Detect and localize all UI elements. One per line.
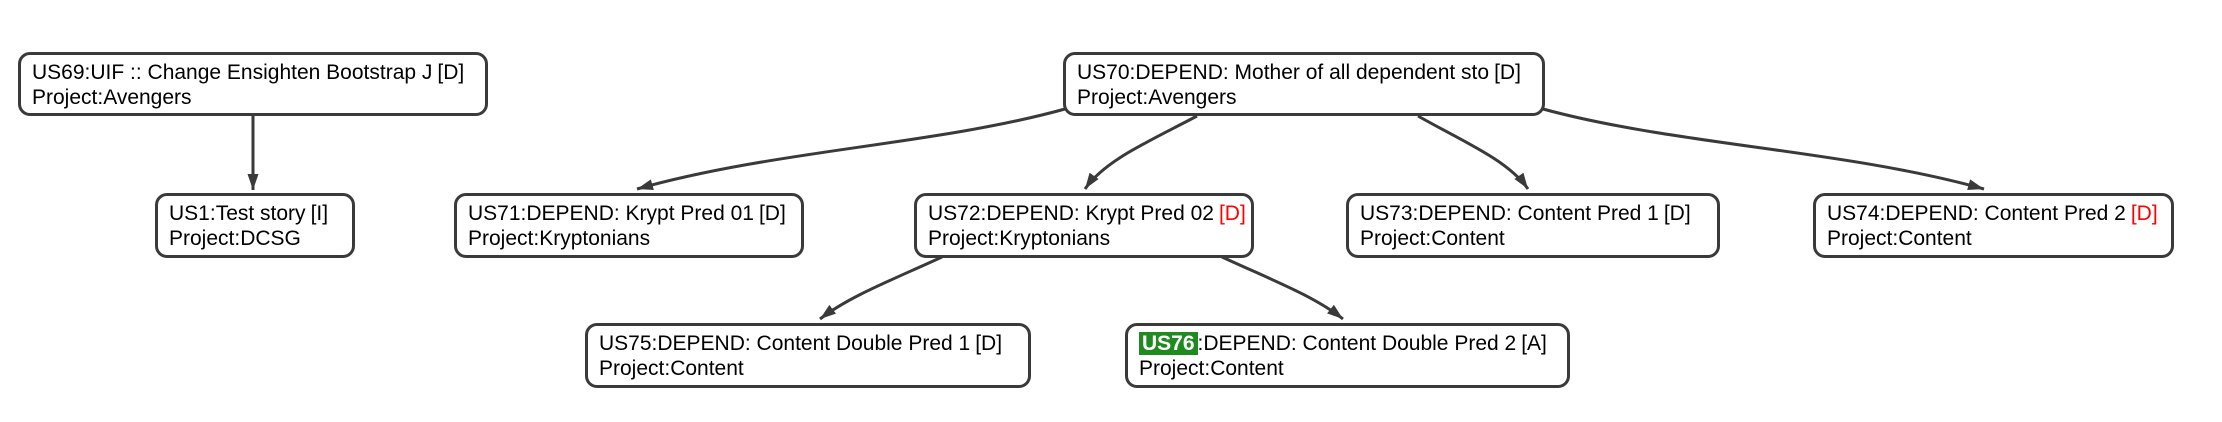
node-us74[interactable]: US74:DEPEND: Content Pred 2[D] Project:C…	[1813, 193, 2174, 258]
project-label: Project:Content	[1139, 357, 1284, 380]
story-title: :DEPEND: Krypt Pred 02	[980, 202, 1214, 225]
node-title-line: US71:DEPEND: Krypt Pred 01[D]	[468, 201, 790, 226]
node-us76[interactable]: US76:DEPEND: Content Double Pred 2[A] Pr…	[1125, 323, 1570, 388]
project-label: Project:Content	[1827, 227, 1972, 250]
project-label: Project:Kryptonians	[928, 227, 1111, 250]
node-us75[interactable]: US75:DEPEND: Content Double Pred 1[D] Pr…	[585, 323, 1031, 388]
node-title-line: US75:DEPEND: Content Double Pred 1[D]	[599, 331, 1017, 356]
story-id: US72	[928, 202, 981, 225]
project-label: Project:Content	[1360, 227, 1505, 250]
edge-us72-us76	[1221, 255, 1344, 321]
story-id: US71	[468, 202, 521, 225]
node-title-line: US73:DEPEND: Content Pred 1[D]	[1360, 201, 1706, 226]
node-title-line: US70:DEPEND: Mother of all dependent sto…	[1077, 60, 1531, 85]
story-id-highlighted: US76	[1139, 332, 1198, 355]
node-us1[interactable]: US1:Test story[I] Project:DCSG	[155, 193, 355, 258]
project-label: Project:Avengers	[1077, 86, 1237, 109]
project-label: Project:Content	[599, 357, 744, 380]
edge-us70-us72	[1083, 114, 1198, 190]
story-title: :DEPEND: Content Double Pred 2	[1197, 332, 1517, 355]
story-id: US73	[1360, 202, 1413, 225]
node-us69[interactable]: US69:UIF :: Change Ensighten Bootstrap J…	[18, 52, 488, 116]
story-title: :DEPEND: Content Double Pred 1	[651, 332, 971, 355]
story-id: US1	[169, 202, 210, 225]
story-title: :DEPEND: Content Pred 2	[1879, 202, 2126, 225]
story-id: US75	[599, 332, 652, 355]
story-id: US69	[32, 61, 85, 84]
status-tag: [D]	[1494, 61, 1521, 84]
node-us73[interactable]: US73:DEPEND: Content Pred 1[D] Project:C…	[1346, 193, 1720, 258]
status-tag: [D]	[1663, 202, 1691, 225]
status-tag: [D]	[975, 332, 1003, 355]
node-title-line: US76:DEPEND: Content Double Pred 2[A]	[1139, 331, 1556, 356]
status-tag: [D]	[2130, 202, 2158, 225]
node-title-line: US1:Test story[I]	[169, 201, 341, 226]
story-title: :UIF :: Change Ensighten Bootstrap J	[84, 61, 433, 84]
story-title: :DEPEND: Mother of all dependent sto	[1129, 61, 1490, 84]
node-title-line: US72:DEPEND: Krypt Pred 02[D]	[928, 201, 1246, 226]
edge-us70-us74	[1542, 107, 1985, 191]
node-us71[interactable]: US71:DEPEND: Krypt Pred 01[D] Project:Kr…	[454, 193, 804, 258]
status-tag: [D]	[437, 61, 465, 84]
story-title: :Test story	[209, 202, 306, 225]
node-us70[interactable]: US70:DEPEND: Mother of all dependent sto…	[1063, 52, 1545, 116]
status-tag: [A]	[1521, 332, 1547, 355]
story-id: US70	[1077, 61, 1130, 84]
project-label: Project:Avengers	[32, 86, 192, 109]
edge-us70-us73	[1417, 114, 1530, 190]
status-tag: [D]	[758, 202, 786, 225]
node-us72[interactable]: US72:DEPEND: Krypt Pred 02[D] Project:Kr…	[914, 193, 1254, 258]
edge-us72-us75	[819, 255, 943, 321]
status-tag: [I]	[310, 202, 329, 225]
edge-us70-us71	[636, 107, 1066, 191]
story-title: :DEPEND: Content Pred 1	[1412, 202, 1659, 225]
node-title-line: US69:UIF :: Change Ensighten Bootstrap J…	[32, 60, 474, 85]
story-title: :DEPEND: Krypt Pred 01	[520, 202, 754, 225]
story-id: US74	[1827, 202, 1880, 225]
project-label: Project:DCSG	[169, 227, 301, 250]
status-tag: [D]	[1218, 202, 1246, 225]
node-title-line: US74:DEPEND: Content Pred 2[D]	[1827, 201, 2160, 226]
project-label: Project:Kryptonians	[468, 227, 651, 250]
